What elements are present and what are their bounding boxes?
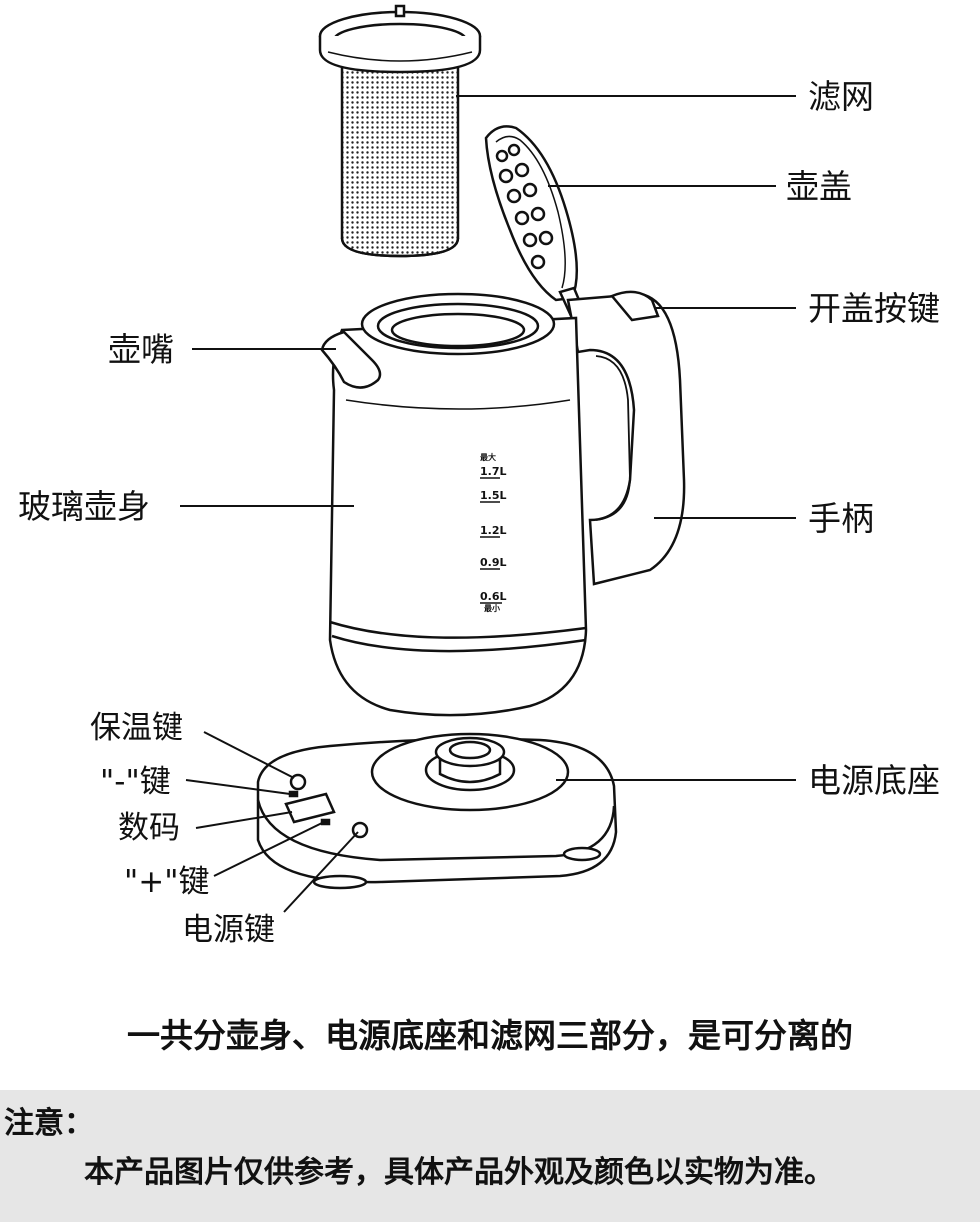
caption: 一共分壶身、电源底座和滤网三部分，是可分离的 [127, 1016, 853, 1055]
notice-body: 本产品图片仅供参考，具体产品外观及颜色以实物为准。 [84, 1155, 834, 1190]
scale-mark: 0.6L [480, 590, 507, 603]
scale-mark: 1.2L [480, 524, 507, 537]
label-keep-warm-key: 保温键 [90, 710, 183, 746]
lid-part [484, 125, 586, 320]
label-lid: 壶盖 [786, 167, 852, 206]
scale-mark: 1.5L [480, 489, 507, 502]
minus-button-shape [288, 790, 299, 798]
label-spout: 壶嘴 [108, 330, 174, 369]
label-power-key: 电源键 [182, 912, 275, 948]
label-digital-display: 数码 [118, 810, 180, 846]
scale-max-label: 最大 [480, 452, 496, 462]
leader-lines [180, 95, 796, 913]
label-minus-key: "-"键 [100, 764, 171, 800]
label-power-base: 电源底座 [808, 761, 940, 800]
scale-mark: 0.9L [480, 556, 507, 569]
kettle-body-part [320, 290, 686, 717]
notice-box: 注意： 本产品图片仅供参考，具体产品外观及颜色以实物为准。 [0, 1090, 980, 1222]
label-plus-key: "+"键 [124, 864, 210, 900]
notice-title: 注意： [4, 1106, 94, 1141]
label-lid-button: 开盖按键 [808, 289, 940, 328]
scale-mark: 1.7L [480, 465, 507, 478]
kettle-exploded-diagram: 最大 1.7L 1.5L 1.2L 0.9L 0.6L 最小 [180, 4, 796, 913]
power-base-part [256, 732, 618, 890]
label-glass-body: 玻璃壶身 [18, 487, 150, 526]
filter-part [318, 4, 482, 258]
digital-display-panel [284, 792, 336, 824]
label-handle: 手柄 [808, 499, 874, 538]
keep-warm-button-shape [289, 773, 307, 791]
label-filter: 滤网 [808, 77, 874, 116]
water-level-scale: 最大 1.7L 1.5L 1.2L 0.9L 0.6L 最小 [480, 452, 507, 613]
scale-min-label: 最小 [484, 603, 500, 613]
